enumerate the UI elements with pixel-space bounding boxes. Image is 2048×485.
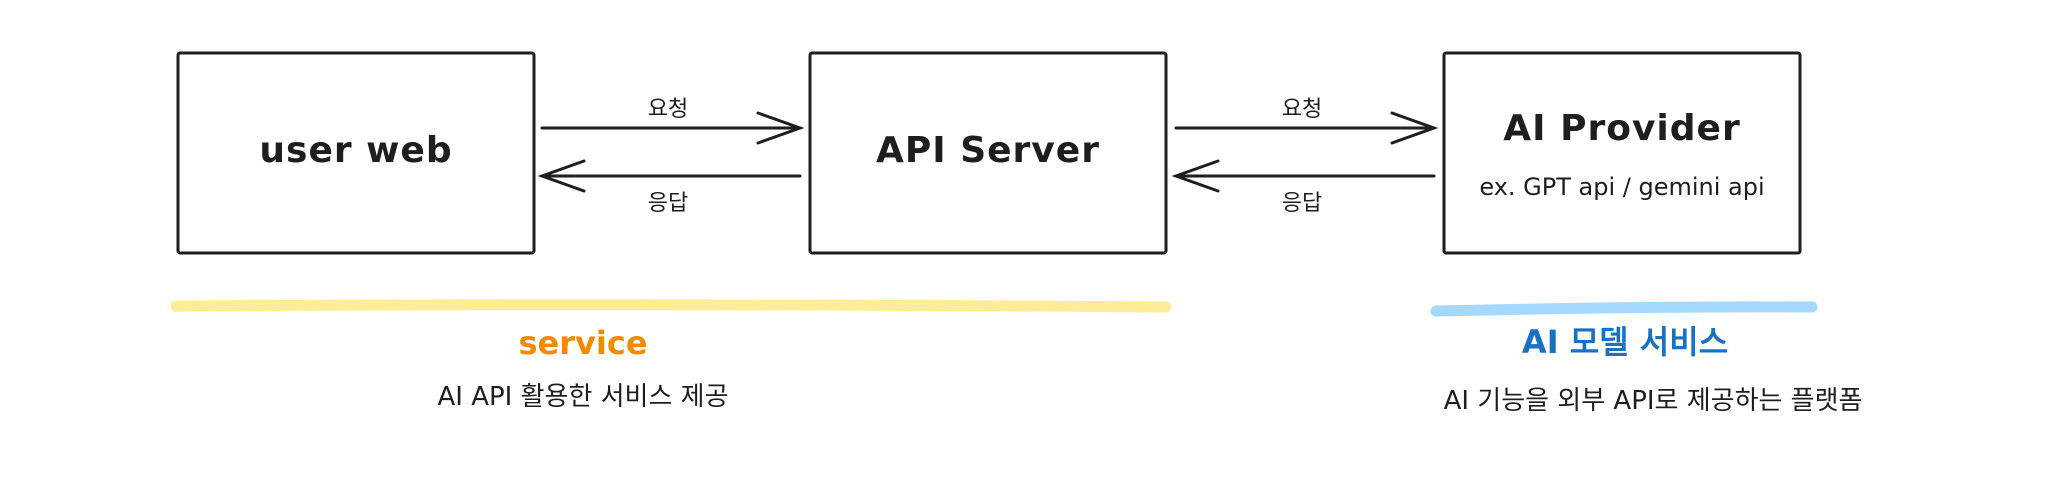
- service-group-description: AI API 활용한 서비스 제공: [437, 382, 729, 412]
- service-highlight-bar: [170, 299, 1172, 313]
- request-label-1: 요청: [647, 97, 689, 122]
- api-server-label: API Server: [876, 130, 1100, 171]
- ai-model-highlight-bar: [1430, 301, 1818, 317]
- response-label-2: 응답: [1281, 191, 1323, 216]
- api-server-box: [808, 51, 1168, 255]
- ai-provider-label: AI Provider: [1503, 108, 1741, 149]
- ai-model-group-description: AI 기능을 외부 API로 제공하는 플랫폼: [1443, 386, 1863, 416]
- response-label-1: 응답: [647, 191, 689, 216]
- response-arrow-server-to-web: [537, 159, 802, 193]
- request-arrow-server-to-provider: [1174, 111, 1439, 145]
- request-arrow-web-to-server: [540, 111, 805, 145]
- ai-provider-sublabel: ex. GPT api / gemini api: [1479, 173, 1765, 201]
- user-web-box: [176, 51, 536, 255]
- user-web-label: user web: [259, 130, 453, 171]
- service-group-title: service: [518, 324, 648, 362]
- ai-provider-box: [1442, 51, 1802, 255]
- response-arrow-provider-to-server: [1171, 159, 1436, 193]
- request-label-2: 요청: [1281, 97, 1323, 122]
- ai-model-group-title: AI 모델 서비스: [1521, 323, 1729, 361]
